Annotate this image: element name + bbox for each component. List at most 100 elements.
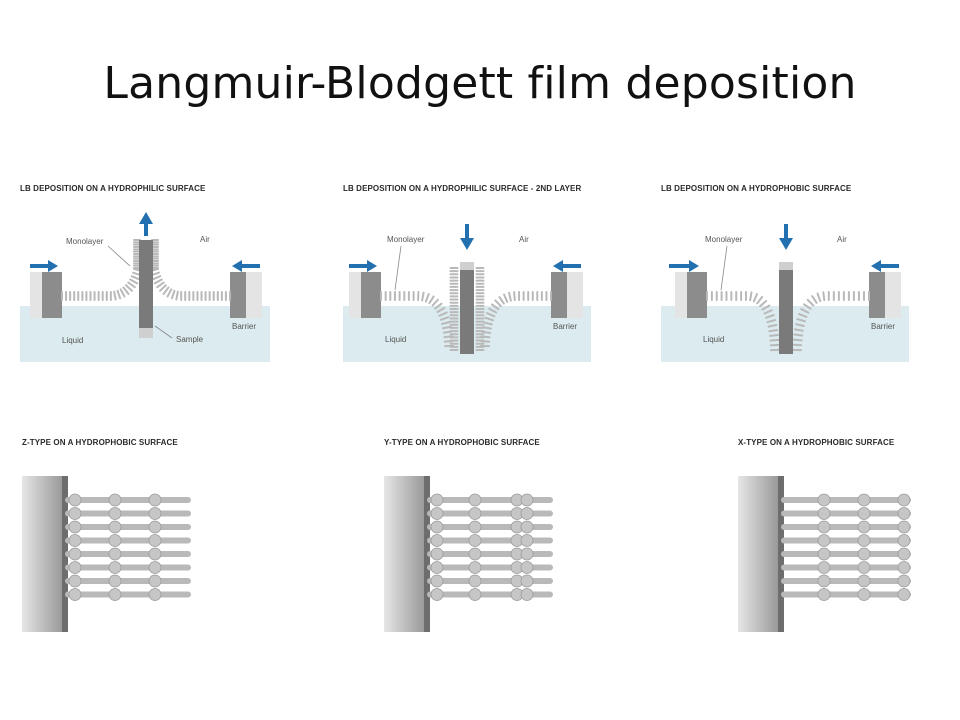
amphiphile-molecule: [792, 338, 803, 342]
amphiphile-molecule: [483, 321, 493, 326]
liquid-label: Liquid: [62, 336, 84, 345]
left-arrow-icon: [232, 260, 260, 272]
molecule-head: [148, 588, 162, 601]
amphiphile-molecule: [769, 338, 780, 342]
molecule-head: [108, 507, 122, 520]
molecule-head: [68, 561, 82, 574]
molecule-head: [148, 534, 162, 547]
molecule-head: [108, 574, 122, 588]
amphiphile-molecule: [792, 343, 803, 347]
amphiphile-molecule: [129, 278, 139, 285]
amphiphile-molecule: [151, 275, 162, 281]
air-label: Air: [837, 235, 847, 244]
molecule-head: [897, 588, 911, 601]
amphiphile-molecule: [766, 319, 777, 324]
molecule-head: [468, 547, 482, 561]
amphiphile-molecule: [768, 328, 779, 333]
molecule-head: [68, 588, 82, 601]
molecule-head: [108, 547, 122, 561]
amphiphile-molecule: [170, 289, 176, 300]
molecule-head: [148, 493, 162, 507]
molecule-head: [857, 534, 871, 547]
amphiphile-molecule: [490, 303, 500, 311]
trough-diagram: [343, 224, 591, 362]
film-panel-y-type: Y-TYPE ON A HYDROPHOBIC SURFACE: [384, 436, 584, 646]
amphiphile-molecule: [756, 296, 764, 305]
molecule-head: [897, 561, 911, 574]
trough-diagram: [661, 224, 909, 362]
molecule-head: [430, 493, 444, 507]
molecule-head: [897, 534, 911, 547]
amphiphile-molecule: [503, 293, 509, 303]
panel-title: LB DEPOSITION ON A HYDROPHILIC SURFACE: [20, 184, 206, 193]
molecule-head: [468, 588, 482, 601]
amphiphile-molecule: [113, 290, 117, 301]
up-arrow-icon: [139, 212, 153, 236]
molecule-head: [108, 520, 122, 534]
molecule-head: [817, 520, 831, 534]
molecule-head: [857, 547, 871, 561]
sample-substrate: [460, 262, 474, 354]
molecule-head: [468, 507, 482, 520]
air-label: Air: [519, 235, 529, 244]
molecule-head: [108, 561, 122, 574]
amphiphile-molecule: [424, 293, 430, 303]
molecule-head: [857, 574, 871, 588]
molecule-head: [857, 561, 871, 574]
right-arrow-icon: [669, 260, 699, 272]
molecule-head: [468, 493, 482, 507]
molecule-head: [468, 534, 482, 547]
molecule-head: [430, 574, 444, 588]
amphiphile-molecule: [796, 318, 806, 323]
left-barrier: [349, 272, 381, 318]
molecule-head: [68, 547, 82, 561]
amphiphile-molecule: [761, 304, 771, 311]
molecule-head: [430, 561, 444, 574]
molecule-head: [520, 561, 534, 574]
sample-label: Sample: [176, 335, 204, 344]
substrate: [22, 476, 62, 632]
amphiphile-molecule: [428, 295, 435, 305]
amphiphile-molecule: [793, 328, 804, 332]
molecule-head: [857, 507, 871, 520]
monolayer: [480, 291, 552, 348]
amphiphile-molecule: [162, 286, 170, 295]
amphiphile-molecule: [436, 306, 446, 313]
sample-transfer-film: [449, 267, 485, 351]
amphiphile-molecule: [153, 278, 163, 285]
amphiphile-molecule: [175, 290, 179, 301]
molecule-head: [897, 507, 911, 520]
molecule-head: [520, 574, 534, 588]
amphiphile-molecule: [119, 288, 126, 298]
slide-title: Langmuir-Blodgett film deposition: [103, 58, 857, 109]
left-barrier: [675, 272, 707, 318]
amphiphile-molecule: [438, 311, 448, 317]
molecule-head: [68, 507, 82, 520]
molecule-head: [897, 547, 911, 561]
left-arrow-icon: [553, 260, 581, 272]
molecule-head: [817, 561, 831, 574]
amphiphile-molecule: [486, 312, 496, 318]
amphiphile-molecule: [806, 298, 815, 307]
amphiphile-molecule: [488, 307, 498, 314]
amphiphile-molecule: [795, 323, 805, 327]
panel-title: X-TYPE ON A HYDROPHOBIC SURFACE: [738, 438, 895, 447]
amphiphile-molecule: [765, 314, 775, 319]
amphiphile-molecule: [434, 302, 443, 310]
molecule-head: [148, 520, 162, 534]
liquid-label: Liquid: [703, 335, 725, 344]
molecule-head: [68, 574, 82, 588]
amphiphile-molecule: [822, 291, 826, 302]
deposition-panel-hydrophilic-2nd-layer: LB DEPOSITION ON A HYDROPHILIC SURFACE -…: [343, 182, 591, 362]
amphiphile-molecule: [166, 288, 173, 298]
amphiphile-molecule: [442, 325, 452, 330]
left-arrow-icon: [871, 260, 899, 272]
amphiphile-molecule: [441, 320, 451, 325]
molecule-head: [897, 493, 911, 507]
monolayer: [149, 268, 232, 302]
substrate: [384, 476, 424, 632]
air-label: Air: [200, 235, 210, 244]
amphiphile-molecule: [125, 284, 133, 292]
molecule-head: [68, 534, 82, 547]
molecule-head: [857, 520, 871, 534]
